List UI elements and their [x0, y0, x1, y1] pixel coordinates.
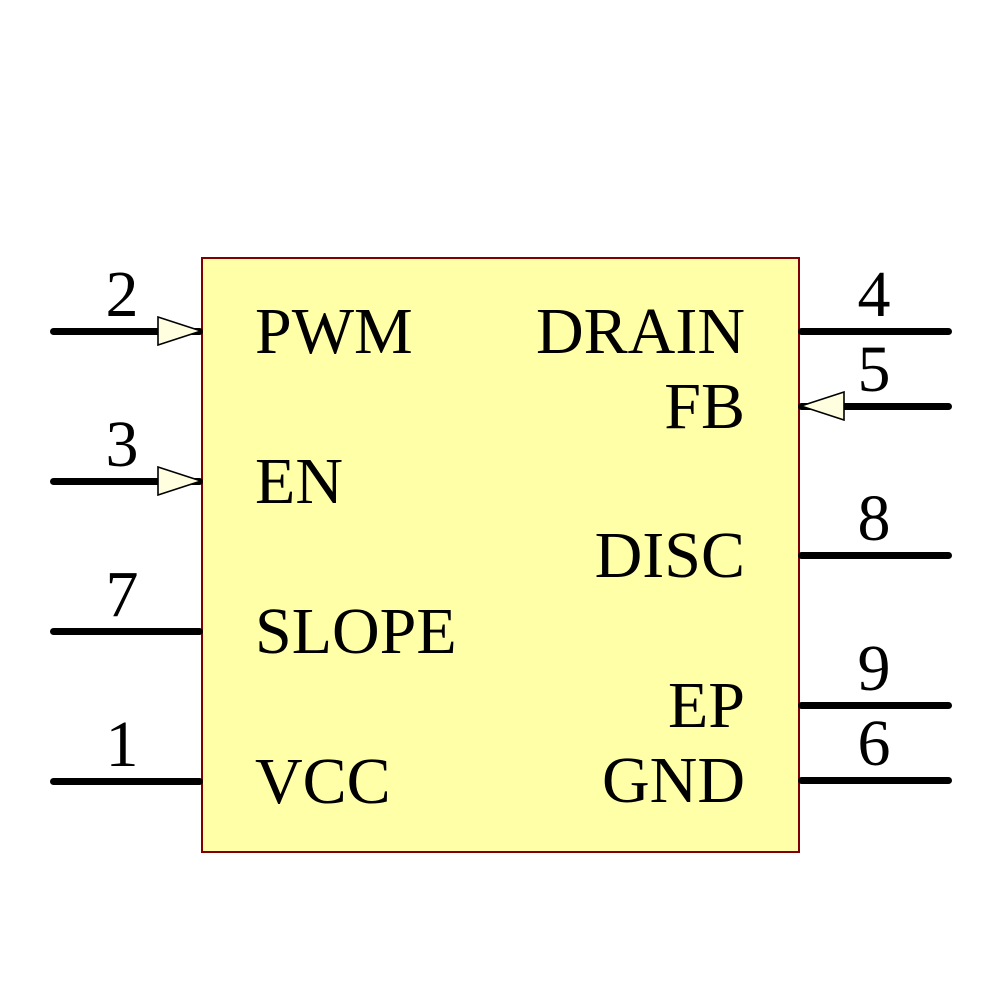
input-arrow-icon: [157, 466, 202, 496]
pin-line: [798, 327, 952, 335]
pin-label: EP: [667, 669, 745, 742]
pin-label: DRAIN: [536, 295, 745, 368]
pin-label: PWM: [255, 295, 413, 368]
pin-line: [798, 701, 952, 709]
pin-number: 1: [105, 708, 139, 781]
pin-number: 7: [105, 558, 139, 631]
pin-number: 9: [857, 632, 891, 705]
pin-line: [50, 627, 203, 635]
pin-label: SLOPE: [255, 595, 457, 668]
pin-label: DISC: [594, 519, 745, 592]
pin-number: 8: [857, 482, 891, 555]
pin-number: 3: [105, 408, 139, 481]
pin-line: [798, 776, 952, 784]
pin-line: [798, 402, 952, 410]
pin-label: VCC: [255, 745, 391, 818]
input-arrow-icon: [800, 391, 845, 421]
pin-label: EN: [255, 445, 343, 518]
input-arrow-icon: [157, 316, 202, 346]
pin-number: 5: [857, 333, 891, 406]
pin-number: 6: [857, 707, 891, 780]
pin-line: [798, 551, 952, 559]
pin-label: GND: [602, 744, 745, 817]
pin-line: [50, 477, 203, 485]
pin-line: [50, 327, 203, 335]
pin-label: FB: [664, 370, 745, 443]
pin-line: [50, 777, 203, 785]
pin-number: 4: [857, 258, 891, 331]
pin-number: 2: [105, 258, 139, 331]
ic-body: [201, 257, 800, 853]
